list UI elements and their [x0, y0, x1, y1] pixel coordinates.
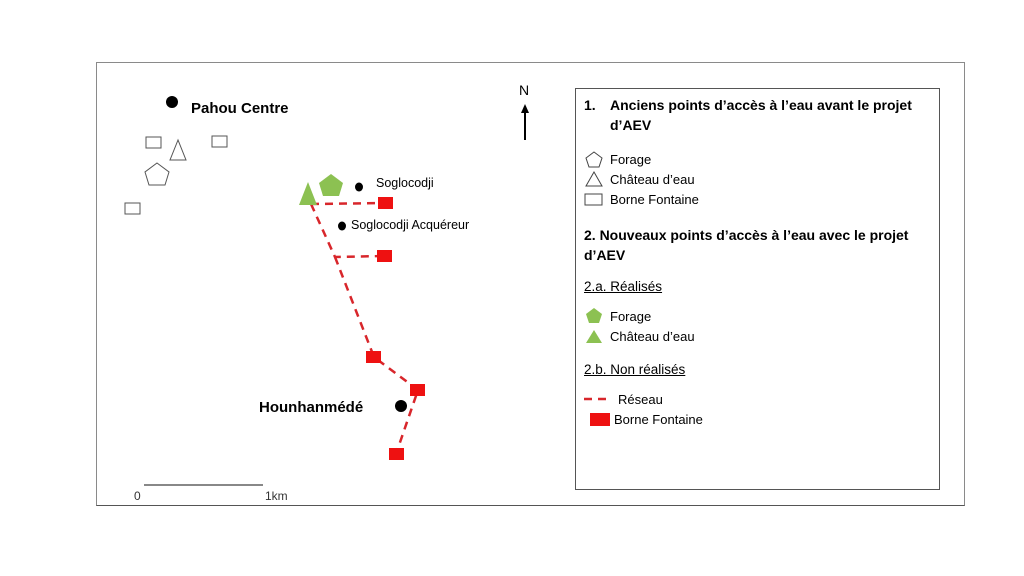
- new-borehole-marker: [319, 174, 343, 196]
- legend-section1-title: Anciens points d’accès à l’eau avant le …: [610, 97, 912, 133]
- old-water-tower-marker: [169, 138, 187, 161]
- square-red-icon: [590, 413, 610, 426]
- new-fountain-marker: [377, 250, 392, 262]
- legend-item-network: Réseau: [584, 389, 931, 409]
- new-water-tower-marker: [299, 182, 317, 205]
- new-fountain-marker: [389, 448, 404, 460]
- dashed-line-red-icon: [584, 397, 612, 401]
- legend: 1. Anciens points d’accès à l’eau avant …: [575, 88, 940, 490]
- legend-not-realised-title: 2.b. Non réalisés: [584, 362, 686, 377]
- north-label: N: [519, 82, 530, 98]
- legend-label: Château d’eau: [610, 328, 695, 344]
- old-borehole-marker: [144, 162, 170, 186]
- pentagon-green-icon: [586, 308, 602, 323]
- old-fountain-marker: [145, 136, 162, 149]
- legend-item-old-fountain: Borne Fontaine: [584, 189, 931, 209]
- old-fountain-marker: [211, 135, 228, 148]
- triangle-outline-icon: [585, 170, 603, 187]
- map-frame: [96, 62, 965, 506]
- legend-item-new-fountain: Borne Fontaine: [584, 409, 931, 429]
- place-label-pahou-centre: Pahou Centre: [191, 100, 289, 117]
- legend-item-new-water-tower: Château d’eau: [584, 326, 931, 346]
- triangle-green-icon: [586, 330, 602, 343]
- pentagon-outline-icon: [585, 151, 603, 168]
- legend-label: Forage: [610, 308, 652, 324]
- legend-label: Borne Fontaine: [610, 191, 699, 207]
- scale-end-label: 1km: [265, 489, 288, 503]
- place-label-hounhanmede: Hounhanmédé: [259, 399, 364, 416]
- legend-section1-heading: 1. Anciens points d’accès à l’eau avant …: [584, 95, 931, 135]
- legend-label: Réseau: [618, 391, 663, 407]
- locality-dot-soglocodji-acquereur: [338, 221, 346, 231]
- legend-label: Forage: [610, 151, 652, 167]
- old-fountain-marker: [124, 202, 141, 215]
- network-line: [309, 201, 420, 455]
- locality-dot-pahou: [166, 96, 178, 108]
- new-fountain-marker: [366, 351, 381, 363]
- legend-label: Borne Fontaine: [614, 411, 703, 427]
- new-fountain-marker: [410, 384, 425, 396]
- locality-dot-hounhanmede: [395, 400, 407, 412]
- place-label-soglocodji: Soglocodji: [376, 176, 434, 190]
- legend-section2-title: 2. Nouveaux points d’accès à l’eau avec …: [584, 227, 909, 263]
- legend-item-old-water-tower: Château d’eau: [584, 169, 931, 189]
- legend-item-new-borehole: Forage: [584, 306, 931, 326]
- rectangle-outline-icon: [584, 193, 603, 206]
- legend-realised-title: 2.a. Réalisés: [584, 279, 663, 294]
- legend-label: Château d’eau: [610, 171, 695, 187]
- legend-item-old-borehole: Forage: [584, 149, 931, 169]
- legend-section1-number: 1.: [584, 97, 596, 113]
- new-fountain-marker: [378, 197, 393, 209]
- north-arrow-icon: [521, 104, 529, 140]
- scale-start-label: 0: [134, 489, 141, 503]
- locality-dot-soglocodji: [355, 182, 363, 192]
- place-label-soglocodji-acquereur: Soglocodji Acquéreur: [351, 218, 470, 232]
